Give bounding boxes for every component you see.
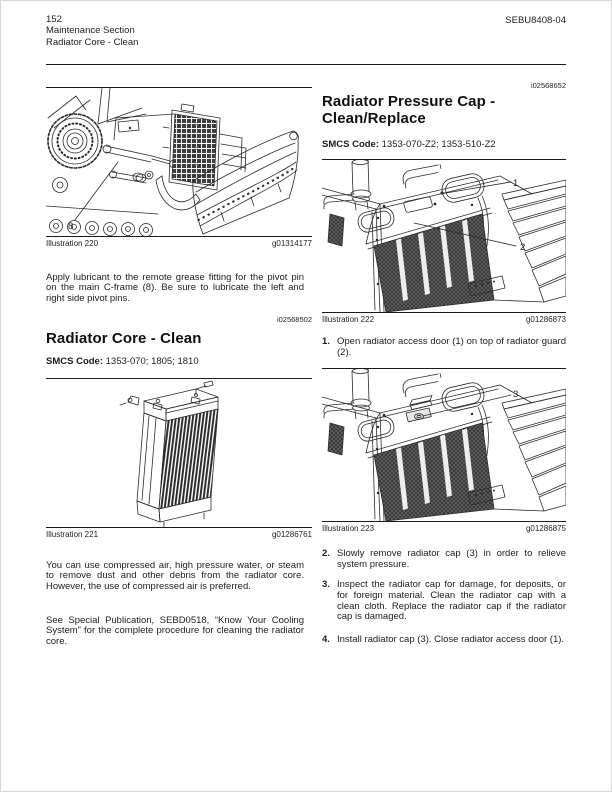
step-4: 4. Install radiator cap (3). Close radia… xyxy=(322,634,566,646)
heading-radiator-core-clean: Radiator Core - Clean xyxy=(46,330,202,347)
smcs-label-core: SMCS Code: xyxy=(46,356,103,367)
illustration-221-drawing xyxy=(46,379,312,527)
paragraph-lubricant: Apply lubricant to the remote grease fit… xyxy=(46,271,304,305)
page-number: 152 xyxy=(46,14,62,25)
figure-223-ref: g01286875 xyxy=(525,524,566,533)
callout-1: 1 xyxy=(513,178,518,189)
step-1: 1. Open radiator access door (1) on top … xyxy=(322,336,566,359)
figure-220-ref: g01314177 xyxy=(271,239,312,248)
figure-222-caption: Illustration 222 xyxy=(322,315,375,324)
illustration-223-drawing: 3 xyxy=(322,369,566,521)
smcs-value-cap: 1353-070-Z2; 1353-510-Z2 xyxy=(381,139,496,150)
figure-221-rule xyxy=(46,527,312,528)
paragraph-compressed-air: You can use compressed air, high pressur… xyxy=(46,559,304,593)
figure-220-caption: Illustration 220 xyxy=(46,239,99,248)
illustration-220-drawing: 8 xyxy=(46,88,312,236)
step-2-text: Slowly remove radiator cap (3) in order … xyxy=(337,548,566,570)
callout-2: 2 xyxy=(520,242,525,253)
figure-222-ref: g01286873 xyxy=(525,315,566,324)
smcs-value-core: 1353-070; 1805; 1810 xyxy=(105,356,199,367)
doc-id-core: i02568502 xyxy=(276,315,312,324)
doc-id-cap: i02568652 xyxy=(530,81,566,90)
figure-illustration-221: Illustration 221 g01286761 xyxy=(46,378,312,540)
step-4-text: Install radiator cap (3). Close radiator… xyxy=(337,634,565,645)
figure-222-rule xyxy=(322,312,566,313)
figure-illustration-222: 1 2 Illustration 222 g01286873 xyxy=(322,159,566,325)
step-1-number: 1. xyxy=(322,336,330,347)
smcs-line-core: SMCS Code: 1353-070; 1805; 1810 xyxy=(46,356,312,367)
heading-radiator-pressure-cap: Radiator Pressure Cap - Clean/Replace xyxy=(322,93,496,127)
figure-220-rule xyxy=(46,236,312,237)
step-1-text: Open radiator access door (1) on top of … xyxy=(337,336,566,358)
step-3-number: 3. xyxy=(322,579,330,590)
step-3-text: Inspect the radiator cap for damage, for… xyxy=(337,579,566,623)
figure-223-rule xyxy=(322,521,566,522)
figure-221-caption: Illustration 221 xyxy=(46,530,99,539)
subsection-title: Radiator Core - Clean xyxy=(46,36,139,48)
figure-illustration-220: 8 Illustration 220 g01314177 xyxy=(46,87,312,249)
figure-illustration-223: 3 Illustration 223 g01286875 xyxy=(322,368,566,534)
publication-code: SEBU8408-04 xyxy=(505,15,566,26)
step-3: 3. Inspect the radiator cap for damage, … xyxy=(322,579,566,623)
step-2: 2. Slowly remove radiator cap (3) in ord… xyxy=(322,548,566,571)
paragraph-special-publication: See Special Publication, SEBD0518, “Know… xyxy=(46,614,304,648)
page-header-left: 152 Maintenance Section Radiator Core - … xyxy=(46,14,138,48)
illustration-222-drawing: 1 2 xyxy=(322,160,566,312)
callout-8: 8 xyxy=(68,221,73,232)
smcs-label-cap: SMCS Code: xyxy=(322,139,379,150)
figure-223-caption: Illustration 223 xyxy=(322,524,375,533)
step-2-number: 2. xyxy=(322,548,330,559)
figure-221-ref: g01286761 xyxy=(271,530,312,539)
header-rule xyxy=(46,64,566,65)
callout-3: 3 xyxy=(513,389,518,400)
smcs-line-cap: SMCS Code: 1353-070-Z2; 1353-510-Z2 xyxy=(322,139,566,150)
step-4-number: 4. xyxy=(322,634,330,645)
section-title: Maintenance Section xyxy=(46,25,135,37)
